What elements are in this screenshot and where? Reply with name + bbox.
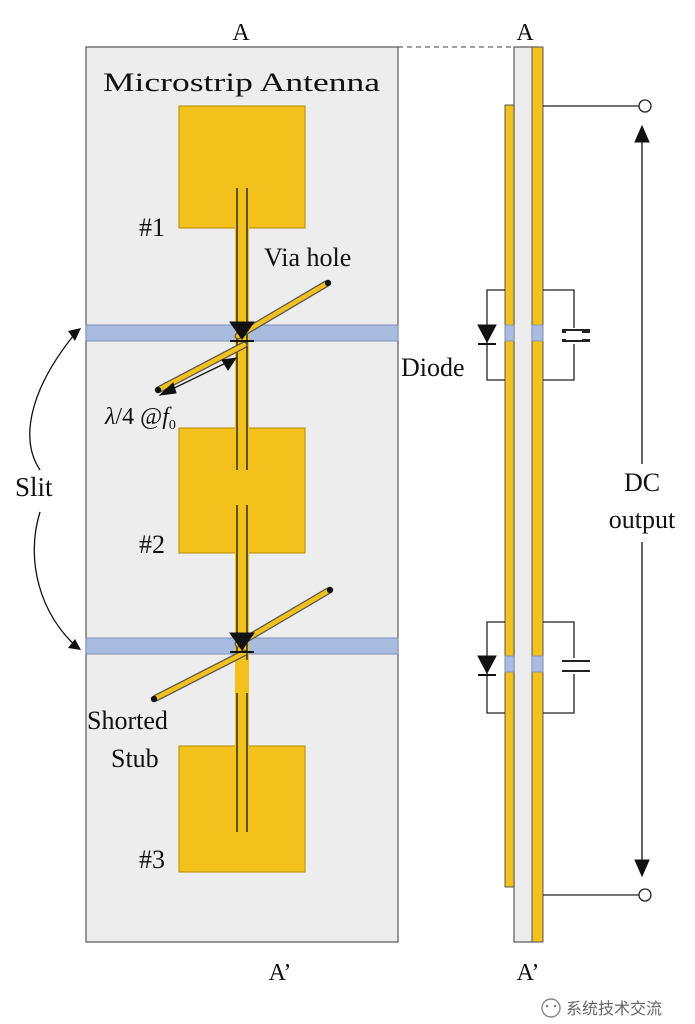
side-capacitor-upper [562, 328, 590, 344]
patch-3-label: #3 [139, 845, 165, 874]
section-label-top-left: A [232, 20, 250, 46]
section-label-top-right: A [516, 20, 534, 46]
slit-arrow [29, 328, 81, 650]
diode-symbols-feed [229, 321, 255, 653]
side-slit-gaps [504, 324, 544, 673]
quarter-wave-label: λ/4 @f0 [104, 404, 176, 433]
shorted-stub-label-line2: Stub [111, 744, 159, 773]
section-label-bottom-left: A’ [269, 960, 292, 986]
dc-output-arrow [634, 124, 650, 878]
dc-label-bg [592, 465, 688, 541]
diode-label-bg [399, 350, 482, 380]
via-hole-label: Via hole [264, 243, 351, 272]
via-holes [150, 279, 334, 703]
side-metal-front [504, 104, 515, 888]
diode-label: Diode [401, 353, 465, 382]
feed-lines [235, 188, 249, 833]
section-label-bottom-right: A’ [517, 960, 540, 986]
shorted-stub-label-line1: Shorted [87, 706, 168, 735]
dc-label-line2: output [609, 505, 676, 534]
watermark-text: 系统技术交流 [566, 999, 662, 1018]
slit-label: Slit [15, 472, 53, 502]
side-capacitor-lower [562, 658, 590, 674]
wechat-icon [541, 998, 561, 1018]
dc-label-line1: DC [624, 468, 660, 497]
side-diode-upper [477, 324, 497, 345]
side-diode-lower [477, 655, 497, 676]
side-metal-back [531, 46, 544, 943]
quarter-wave-arrow [158, 357, 238, 396]
patch-2-label: #2 [139, 530, 165, 559]
diagram-title: Microstrip Antenna [103, 68, 381, 97]
watermark: 系统技术交流 [541, 998, 662, 1018]
dc-output-terminals [543, 99, 652, 902]
patch-1-label: #1 [139, 213, 165, 242]
